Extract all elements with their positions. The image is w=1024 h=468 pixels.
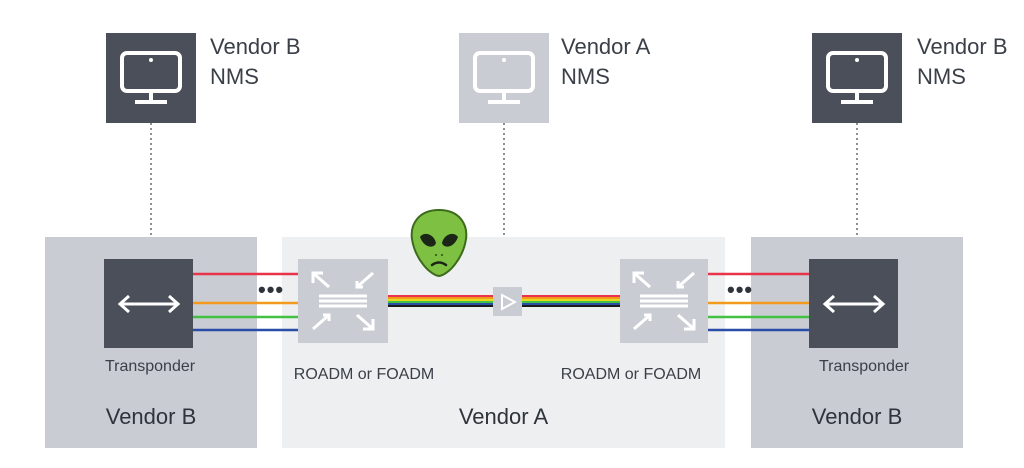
nms-vendor-label: Vendor B: [917, 34, 1008, 59]
monitor-icon: [473, 51, 535, 104]
dwdm-trunk-right: [522, 295, 620, 307]
amplifier: [493, 287, 522, 316]
transponder-right: [809, 259, 898, 348]
monitor-icon: [826, 51, 888, 104]
domain-label-right: Vendor B: [811, 404, 903, 429]
nms-label-left: Vendor B NMS: [210, 32, 301, 92]
roadm-switch-icon: [311, 271, 375, 331]
bidirectional-arrow-icon: [117, 294, 180, 313]
alien-icon: [408, 207, 470, 279]
roadm-right: [620, 259, 708, 343]
nms-label-text: NMS: [210, 64, 259, 89]
transponder-left: [104, 259, 193, 348]
nms-vendor-label: Vendor A: [561, 34, 651, 59]
nms-label-middle: Vendor A NMS: [561, 32, 650, 92]
roadm-left: [298, 259, 388, 343]
nms-box-middle: [459, 33, 549, 123]
right-client-fibers: [708, 272, 809, 332]
nms-label-right: Vendor B NMS: [917, 32, 1008, 92]
ellipsis-right: •••: [727, 277, 754, 302]
domain-label-middle: Vendor A: [458, 404, 549, 429]
domain-label-left: Vendor B: [105, 404, 197, 429]
nms-label-text: NMS: [917, 64, 966, 89]
dwdm-trunk-left: [388, 295, 493, 307]
nms-label-text: NMS: [561, 64, 610, 89]
nms-box-left: [106, 33, 196, 123]
monitor-icon: [120, 51, 182, 104]
roadm-left-label: ROADM or FOADM: [293, 366, 435, 383]
roadm-right-label: ROADM or FOADM: [560, 366, 702, 383]
amplifier-icon: [500, 292, 517, 311]
roadm-switch-icon: [632, 271, 696, 331]
transponder-right-label: Transponder: [818, 358, 910, 375]
left-client-fibers: [193, 272, 298, 332]
transponder-left-label: Transponder: [104, 358, 196, 375]
ellipsis-left: •••: [258, 277, 285, 302]
nms-vendor-label: Vendor B: [210, 34, 301, 59]
nms-box-right: [812, 33, 902, 123]
bidirectional-arrow-icon: [822, 294, 885, 313]
